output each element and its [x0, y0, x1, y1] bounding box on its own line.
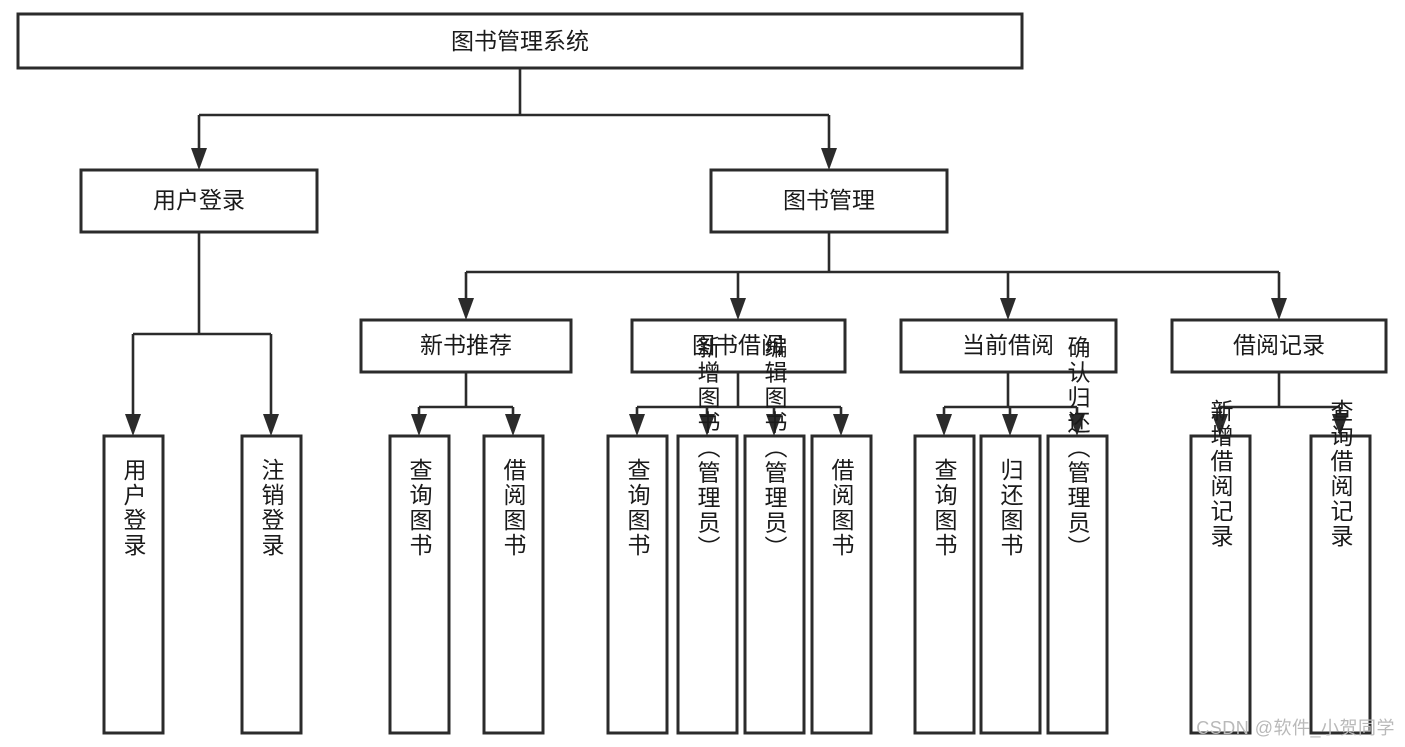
node-user-login-box[interactable]	[79, 168, 319, 234]
leaf-node[interactable]: 查询图书	[913, 434, 976, 735]
node-new-book-recommend-label: 新书推荐	[420, 332, 512, 358]
node-root-box[interactable]	[16, 12, 1024, 70]
leaf-record-add-label: 新增借阅记录	[1207, 399, 1234, 549]
leaf-node[interactable]: 借阅图书	[482, 434, 545, 735]
leaf-node[interactable]: 查询图书	[388, 434, 451, 735]
leaf-node[interactable]: 确认归还（管理员）	[1046, 336, 1109, 735]
node-new-book-recommend-box[interactable]	[359, 318, 573, 374]
leaf-node[interactable]: 注销登录	[240, 434, 303, 735]
arrow-head-borrow-leaf-4	[833, 414, 849, 436]
leaf-borrow-query-box[interactable]	[606, 434, 669, 735]
leaf-current-confirm-box[interactable]	[1046, 434, 1109, 735]
arrow-head-leaf-logout	[263, 414, 279, 436]
arrow-head-current-leaf-3	[1069, 414, 1085, 436]
arrow-head-borrow-leaf-1	[629, 414, 645, 436]
leaf-node[interactable]: 借阅图书	[810, 434, 873, 735]
leaf-node[interactable]: 归还图书	[979, 434, 1042, 735]
leaf-record-query-box[interactable]	[1309, 434, 1372, 735]
node-user-login-label: 用户登录	[153, 187, 245, 213]
arrow-head-borrow-leaf-2	[699, 414, 715, 436]
arrow-head-record-leaf-1	[1212, 414, 1228, 436]
csdn-watermark: CSDN @软件_小贺同学	[1196, 718, 1395, 738]
node-book-borrow-label: 图书借阅	[692, 332, 784, 358]
arrow-head-borrow-leaf-3	[766, 414, 782, 436]
leaf-node[interactable]: 查询借阅记录	[1309, 399, 1372, 735]
leaf-current-confirm-label: 确认归还（管理员）	[1064, 336, 1091, 561]
leaf-record-add-box[interactable]	[1189, 434, 1252, 735]
leaf-node[interactable]: 新增图书（管理员）	[676, 336, 739, 735]
leaf-node[interactable]: 编辑图书（管理员）	[743, 336, 806, 735]
leaf-borrow-edit-label: 编辑图书（管理员）	[761, 336, 788, 561]
arrow-head-current-leaf-1	[936, 414, 952, 436]
arrow-head-bookmgmt	[821, 148, 837, 170]
arrow-head-current-leaf-2	[1002, 414, 1018, 436]
leaf-newbook-borrow-label: 借阅图书	[500, 458, 527, 558]
leaf-newbook-borrow-box[interactable]	[482, 434, 545, 735]
leaf-borrow-add-box[interactable]	[676, 434, 739, 735]
leaf-newbook-query-box[interactable]	[388, 434, 451, 735]
arrow-head-leaf-user-login	[125, 414, 141, 436]
node-book-borrow-box[interactable]	[630, 318, 847, 374]
node-book-management-box[interactable]	[709, 168, 949, 234]
node-user-login[interactable]: 用户登录	[79, 168, 319, 234]
node-current-borrow-box[interactable]	[899, 318, 1118, 374]
arrow-head-record-leaf-2	[1332, 414, 1348, 436]
arrow-head-newbook-leaf-2	[505, 414, 521, 436]
leaf-logout-box[interactable]	[240, 434, 303, 735]
leaf-node[interactable]: 用户登录	[102, 434, 165, 735]
leaf-record-query-label: 查询借阅记录	[1327, 399, 1354, 549]
arrow-head-current-borrow	[1000, 298, 1016, 320]
node-borrow-records-box[interactable]	[1170, 318, 1388, 374]
leaf-user-login-label: 用户登录	[120, 458, 147, 558]
leaf-current-return-box[interactable]	[979, 434, 1042, 735]
node-borrow-records-label: 借阅记录	[1233, 332, 1325, 358]
arrow-head-book-borrow	[730, 298, 746, 320]
node-root[interactable]: 图书管理系统	[16, 12, 1024, 70]
arrow-head-new-book	[458, 298, 474, 320]
arrow-head-newbook-leaf-1	[411, 414, 427, 436]
leaf-current-return-label: 归还图书	[997, 458, 1024, 558]
leaf-current-query-box[interactable]	[913, 434, 976, 735]
arrow-head-borrow-record	[1271, 298, 1287, 320]
node-borrow-records[interactable]: 借阅记录	[1170, 318, 1388, 374]
leaf-borrow-do-label: 借阅图书	[828, 458, 855, 558]
node-book-management-label: 图书管理	[783, 187, 875, 213]
node-new-book-recommend[interactable]: 新书推荐	[359, 318, 573, 374]
leaf-logout-label: 注销登录	[258, 458, 285, 558]
node-book-management[interactable]: 图书管理	[709, 168, 949, 234]
leaf-borrow-do-box[interactable]	[810, 434, 873, 735]
node-current-borrow[interactable]: 当前借阅	[899, 318, 1118, 374]
leaf-current-query-label: 查询图书	[931, 458, 958, 558]
leaf-newbook-query-label: 查询图书	[406, 458, 433, 558]
leaf-borrow-add-label: 新增图书（管理员）	[694, 336, 721, 561]
node-book-borrow[interactable]: 图书借阅	[630, 318, 847, 374]
arrow-head-userlogin	[191, 148, 207, 170]
node-root-label: 图书管理系统	[451, 28, 589, 54]
connector-layer	[125, 68, 1348, 436]
leaf-borrow-query-label: 查询图书	[624, 458, 651, 558]
leaf-node[interactable]: 新增借阅记录	[1189, 399, 1252, 735]
leaf-user-login-box[interactable]	[102, 434, 165, 735]
leaf-borrow-edit-box[interactable]	[743, 434, 806, 735]
leaf-node[interactable]: 查询图书	[606, 434, 669, 735]
node-current-borrow-label: 当前借阅	[962, 332, 1054, 358]
